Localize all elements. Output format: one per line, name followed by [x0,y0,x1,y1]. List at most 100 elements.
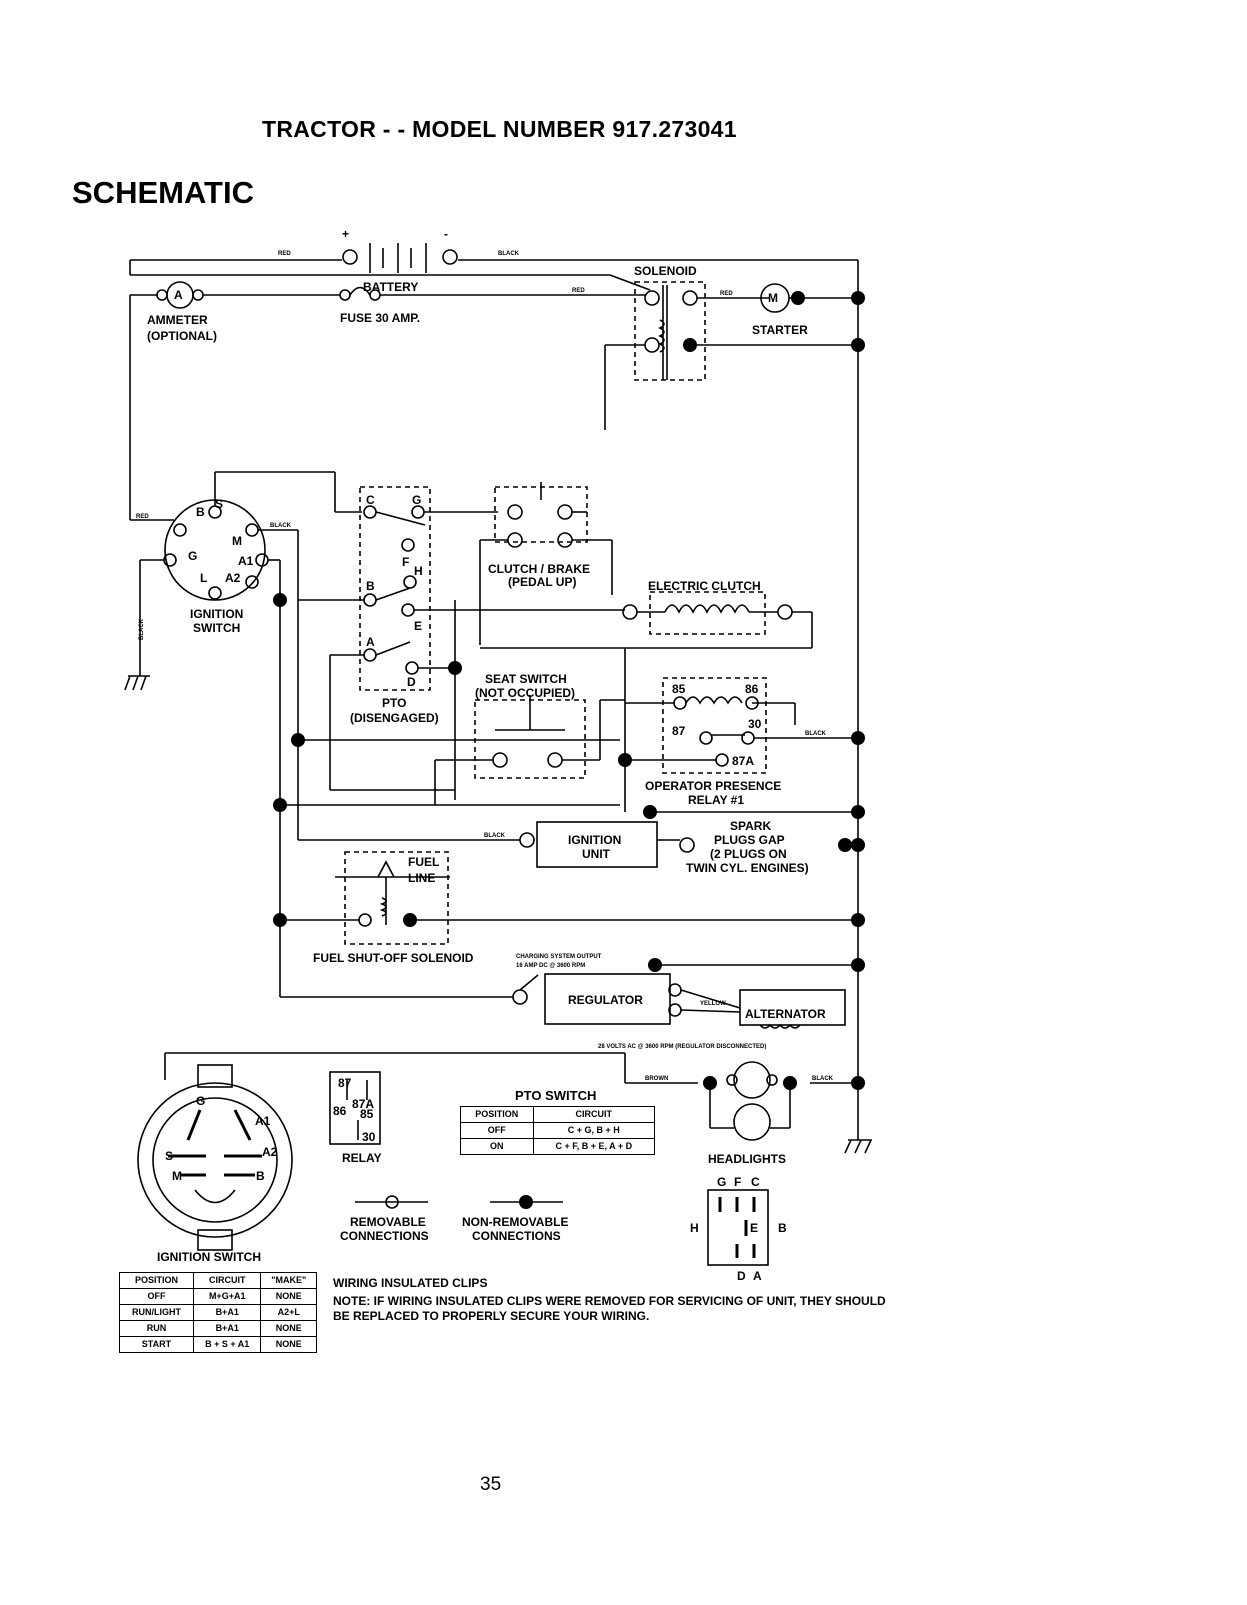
relay-85-label: 85 [672,682,686,696]
ignition-switch-table: POSITION CIRCUIT "MAKE" OFF M+G+A1 NONE … [119,1272,317,1353]
ignition-switch-label: IGNITION [190,607,243,621]
wire-yellow: YELLOW [700,1001,726,1007]
relay-30-label: 30 [748,717,762,731]
spark-label-2: PLUGS GAP [714,833,785,847]
table-cell: B+A1 [192,1320,262,1337]
table-row: ON C + F, B + E, A + D [460,1138,656,1155]
page-title: TRACTOR - - MODEL NUMBER 917.273041 [262,116,737,142]
relay-small-85: 85 [360,1107,374,1121]
alternator-label: ALTERNATOR [745,1007,826,1021]
ac-note-label: 28 VOLTS AC @ 3600 RPM (REGULATOR DISCON… [598,1044,766,1050]
fuel-line-label: FUEL [408,855,439,869]
ignition-unit-label: IGNITION [568,833,621,847]
pto-switch-table: POSITION CIRCUIT OFF C + G, B + H ON C +… [460,1106,656,1155]
relay-label-2: RELAY #1 [688,793,744,807]
pto-c-label: C [366,493,375,507]
ign-g-label: G [188,549,197,563]
ign-a1-label: A1 [238,554,254,568]
ign-m-label: M [232,534,242,548]
table-cell: C + F, B + E, A + D [532,1138,656,1155]
battery-plus-label: + [342,227,349,241]
seat-switch-label-2: (NOT OCCUPIED) [475,686,575,700]
table-cell: OFF [119,1288,194,1305]
plug-a-label: A [753,1269,762,1283]
table-cell: NONE [260,1288,317,1305]
section-heading: SCHEMATIC [72,175,254,210]
fuse-label: FUSE 30 AMP. [340,311,420,325]
wire-red-ignition: RED [136,514,149,520]
table-header: CIRCUIT [532,1106,656,1123]
legend-nonremovable-label-2: CONNECTIONS [472,1229,561,1243]
electric-clutch-label: ELECTRIC CLUTCH [648,579,761,593]
plug-h-label: H [690,1221,699,1235]
ignface-b-label: B [256,1169,265,1183]
relay-87-label: 87 [672,724,686,738]
table-cell: NONE [260,1336,317,1353]
wire-black-headlights: BLACK [812,1076,834,1082]
relay-small-86: 86 [333,1104,347,1118]
pto-f-label: F [402,555,409,569]
battery-minus-label: - [444,227,448,241]
ignface-a2-label: A2 [262,1145,278,1159]
charging-output-label-2: 16 AMP DC @ 3600 RPM [516,963,585,969]
table-cell: START [119,1336,194,1353]
wire-black-relay: BLACK [805,731,827,737]
relay-small-30: 30 [362,1130,376,1144]
pto-label-2: (DISENGAGED) [350,711,439,725]
fuel-line-label-2: LINE [408,871,435,885]
ign-a2-label: A2 [225,571,241,585]
table-header: "MAKE" [260,1272,317,1289]
solenoid-label: SOLENOID [634,264,697,278]
pto-h-label: H [414,564,423,578]
plug-b-label: B [778,1221,787,1235]
pto-a-label: A [366,635,375,649]
ignface-g-label: G [196,1094,205,1108]
headlights-label: HEADLIGHTS [708,1152,786,1166]
table-row: RUN/LIGHT B+A1 A2+L [119,1304,317,1321]
table-row: START B + S + A1 NONE [119,1336,317,1353]
page-number: 35 [480,1474,502,1495]
ign-l-label: L [200,571,207,585]
table-cell: RUN/LIGHT [119,1304,194,1321]
table-header: POSITION [119,1272,194,1289]
wire-red-battery: RED [278,251,291,257]
wire-black-ground: BLACK [139,618,145,640]
table-cell: A2+L [260,1304,317,1321]
table-cell: NONE [260,1320,317,1337]
legend-removable-label: REMOVABLE [350,1215,426,1229]
charging-output-label: CHARGING SYSTEM OUTPUT [516,954,602,960]
spark-label: SPARK [730,819,771,833]
relay-small-87: 87 [338,1076,352,1090]
table-header: POSITION [460,1106,534,1123]
ignface-a1-label: A1 [255,1114,271,1128]
table-cell: C + G, B + H [532,1122,656,1139]
seat-switch-label: SEAT SWITCH [485,672,567,686]
pto-g-label: G [412,493,421,507]
relay-small-87a: 87A [352,1097,374,1111]
wire-red-starter: RED [720,291,733,297]
ignface-s-label: S [165,1149,173,1163]
starter-label: STARTER [752,323,808,337]
spark-label-4: TWIN CYL. ENGINES) [686,861,809,875]
wire-brown: BROWN [645,1076,668,1082]
table-cell: RUN [119,1320,194,1337]
ign-s-label: S [215,497,223,511]
plug-e-label: E [750,1221,758,1235]
plug-c-label: C [751,1175,760,1189]
spark-label-3: (2 PLUGS ON [710,847,787,861]
ignition-unit-label-2: UNIT [582,847,611,861]
table-cell: OFF [460,1122,534,1139]
relay-87a-label: 87A [732,754,754,768]
wiring-clips-title: WIRING INSULATED CLIPS [333,1276,488,1290]
wire-black-ignition-unit: BLACK [484,833,506,839]
fuel-solenoid-label: FUEL SHUT-OFF SOLENOID [313,951,474,965]
pto-switch-table-title: PTO SWITCH [515,1088,597,1103]
pto-e-label: E [414,619,422,633]
wire-black-ignition: BLACK [270,523,292,529]
table-row: RUN B+A1 NONE [119,1320,317,1337]
ammeter-a-label: A [174,288,183,302]
table-row: OFF M+G+A1 NONE [119,1288,317,1305]
table-cell: B+A1 [192,1304,262,1321]
pto-label: PTO [382,696,406,710]
ign-b-label: B [196,505,205,519]
